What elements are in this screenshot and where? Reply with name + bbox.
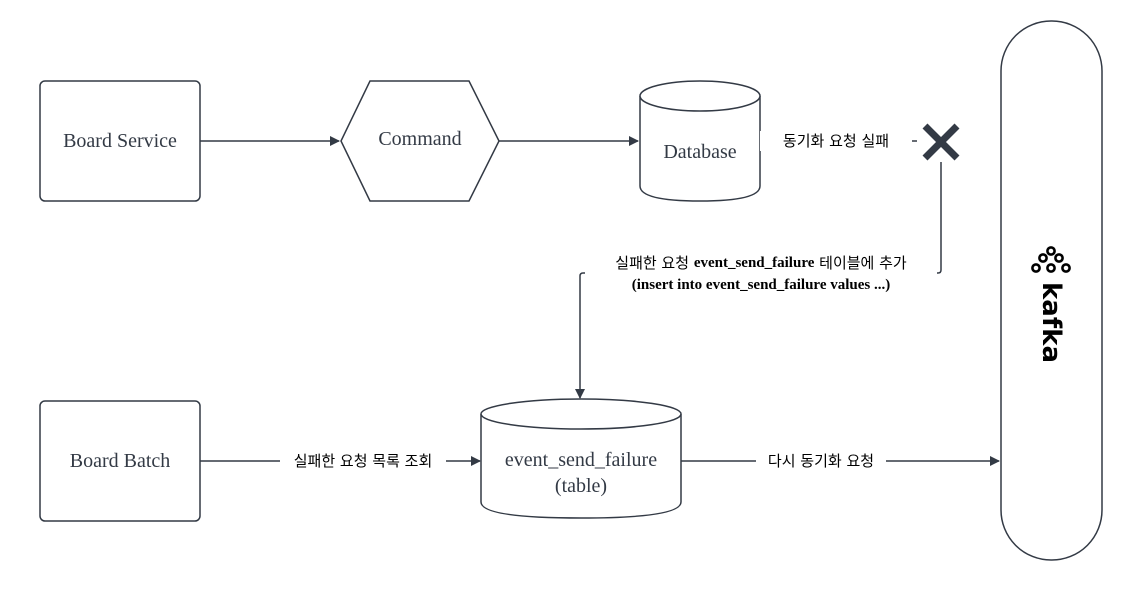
edge-label-add-failure-line1: 실패한 요청 event_send_failure 테이블에 추가 — [615, 254, 907, 272]
kafka-logo-text: kafka — [1036, 282, 1066, 363]
node-kafka: kafka — [1000, 20, 1103, 561]
node-event-table-label-line2: (table) — [555, 475, 607, 497]
edge-label-add-failure-suffix: 테이블에 추가 — [814, 254, 907, 272]
edge-label-query-failed: 실패한 요청 목록 조회 — [280, 451, 446, 471]
edge-label-add-failure: 실패한 요청 event_send_failure 테이블에 추가 (inser… — [585, 251, 937, 295]
kafka-logo-icon: kafka — [1031, 246, 1071, 363]
edge-label-add-failure-bold: event_send_failure — [694, 255, 815, 271]
node-event-table-label-line1: event_send_failure — [505, 449, 657, 471]
node-database: Database — [639, 80, 761, 202]
node-board-service-label: Board Service — [63, 130, 177, 152]
node-event-send-failure-table: event_send_failure (table) — [480, 398, 682, 519]
node-board-batch-label: Board Batch — [70, 450, 171, 472]
x-mark-icon — [922, 123, 960, 161]
edge-label-insert-sql: (insert into event_send_failure values .… — [632, 277, 890, 293]
node-command: Command — [340, 80, 500, 202]
edge-label-query-failed-text: 실패한 요청 목록 조회 — [294, 452, 433, 470]
edge-label-resync: 다시 동기화 요청 — [756, 451, 886, 471]
edge-label-sync-fail: 동기화 요청 실패 — [760, 131, 912, 151]
node-board-service: Board Service — [39, 80, 201, 202]
edge-label-sync-fail-text: 동기화 요청 실패 — [783, 132, 889, 150]
edge-label-add-failure-prefix: 실패한 요청 — [615, 254, 694, 272]
node-board-batch: Board Batch — [39, 400, 201, 522]
node-database-label: Database — [663, 141, 736, 163]
node-command-label: Command — [378, 128, 461, 150]
edge-label-resync-text: 다시 동기화 요청 — [768, 452, 874, 470]
